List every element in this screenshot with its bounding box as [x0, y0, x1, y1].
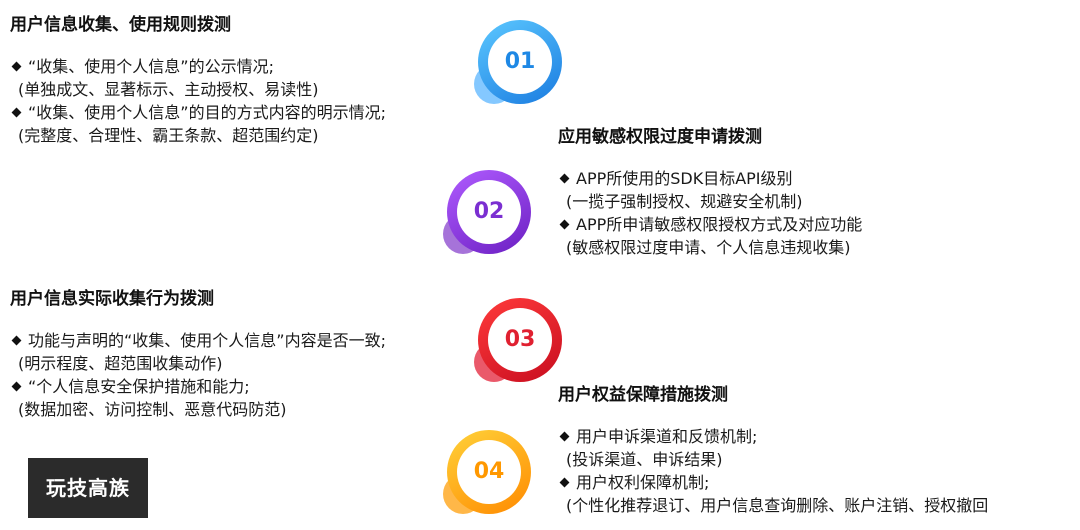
item-main-text: “收集、使用个人信息”的目的方式内容的明示情况; — [28, 103, 386, 122]
section-sensitive-permissions: 应用敏感权限过度申请拨测 APP所使用的SDK目标API级别 (一揽子强制授权、… — [558, 122, 862, 259]
item-sub-text: (个性化推荐退订、用户信息查询删除、账户注销、授权撤回 — [566, 496, 989, 515]
list-item: APP所使用的SDK目标API级别 (一揽子强制授权、规避安全机制) — [558, 167, 862, 213]
item-main-text: APP所使用的SDK目标API级别 — [576, 169, 793, 188]
diamond-bullet-icon — [559, 173, 570, 184]
step-badge-02: 02 — [443, 170, 531, 254]
diamond-bullet-icon — [11, 335, 22, 346]
list-item: “个人信息安全保护措施和能力; (数据加密、访问控制、恶意代码防范) — [10, 375, 386, 421]
item-main-text: 用户权利保障机制; — [576, 473, 710, 492]
diamond-bullet-icon — [11, 381, 22, 392]
badge-number: 01 — [504, 49, 536, 74]
item-sub-text: (数据加密、访问控制、恶意代码防范) — [18, 400, 287, 419]
item-main-text: 用户申诉渠道和反馈机制; — [576, 427, 758, 446]
section-items: 功能与声明的“收集、使用个人信息”内容是否一致; (明示程度、超范围收集动作) … — [10, 329, 386, 421]
step-badge-01: 01 — [474, 20, 562, 104]
item-main-text: “收集、使用个人信息”的公示情况; — [28, 57, 274, 76]
badge-number: 02 — [473, 199, 505, 224]
item-sub-text: (一揽子强制授权、规避安全机制) — [566, 192, 803, 211]
section-title: 应用敏感权限过度申请拨测 — [558, 127, 762, 147]
section-items: 用户申诉渠道和反馈机制; (投诉渠道、申诉结果) 用户权利保障机制; (个性化推… — [558, 425, 988, 517]
diamond-bullet-icon — [11, 61, 22, 72]
badge-inner — [457, 180, 521, 244]
list-item: 功能与声明的“收集、使用个人信息”内容是否一致; (明示程度、超范围收集动作) — [10, 329, 386, 375]
section-title: 用户信息实际收集行为拨测 — [10, 289, 214, 309]
diamond-bullet-icon — [559, 477, 570, 488]
badge-number: 03 — [504, 327, 536, 352]
step-badge-04: 04 — [443, 430, 531, 514]
badge-inner — [457, 440, 521, 504]
section-items: “收集、使用个人信息”的公示情况; (单独成文、显著标示、主动授权、易读性) “… — [10, 55, 386, 147]
section-user-rights: 用户权益保障措施拨测 用户申诉渠道和反馈机制; (投诉渠道、申诉结果) 用户权利… — [558, 380, 988, 517]
diamond-bullet-icon — [11, 107, 22, 118]
list-item: 用户权利保障机制; (个性化推荐退订、用户信息查询删除、账户注销、授权撤回 — [558, 471, 988, 517]
list-item: APP所申请敏感权限授权方式及对应功能 (敏感权限过度申请、个人信息违规收集) — [558, 213, 862, 259]
section-title: 用户权益保障措施拨测 — [558, 385, 728, 405]
diamond-bullet-icon — [559, 431, 570, 442]
section-items: APP所使用的SDK目标API级别 (一揽子强制授权、规避安全机制) APP所申… — [558, 167, 862, 259]
section-actual-collection: 用户信息实际收集行为拨测 功能与声明的“收集、使用个人信息”内容是否一致; (明… — [10, 284, 386, 421]
diamond-bullet-icon — [559, 219, 570, 230]
step-badge-03: 03 — [474, 298, 562, 382]
item-main-text: APP所申请敏感权限授权方式及对应功能 — [576, 215, 863, 234]
item-sub-text: (投诉渠道、申诉结果) — [566, 450, 723, 469]
watermark-logo: 玩技高族 — [28, 458, 148, 518]
item-main-text: 功能与声明的“收集、使用个人信息”内容是否一致; — [28, 331, 386, 350]
badge-inner — [488, 308, 552, 372]
list-item: 用户申诉渠道和反馈机制; (投诉渠道、申诉结果) — [558, 425, 988, 471]
section-title: 用户信息收集、使用规则拨测 — [10, 15, 231, 35]
list-item: “收集、使用个人信息”的公示情况; (单独成文、显著标示、主动授权、易读性) — [10, 55, 386, 101]
item-sub-text: (完整度、合理性、霸王条款、超范围约定) — [18, 126, 319, 145]
section-collection-rules: 用户信息收集、使用规则拨测 “收集、使用个人信息”的公示情况; (单独成文、显著… — [10, 10, 386, 147]
badge-number: 04 — [473, 459, 505, 484]
item-sub-text: (单独成文、显著标示、主动授权、易读性) — [18, 80, 319, 99]
badge-inner — [488, 30, 552, 94]
item-sub-text: (敏感权限过度申请、个人信息违规收集) — [566, 238, 851, 257]
item-sub-text: (明示程度、超范围收集动作) — [18, 354, 223, 373]
item-main-text: “个人信息安全保护措施和能力; — [28, 377, 250, 396]
list-item: “收集、使用个人信息”的目的方式内容的明示情况; (完整度、合理性、霸王条款、超… — [10, 101, 386, 147]
